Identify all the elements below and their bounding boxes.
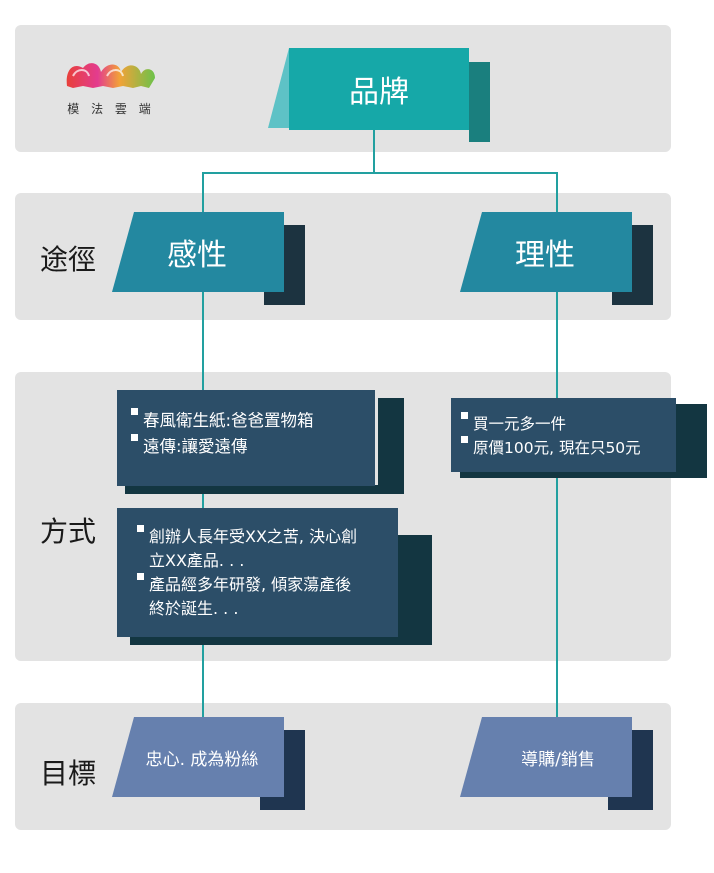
row-label-goal: 目標	[40, 757, 97, 790]
list-item: 原價100元, 現在只50元	[459, 436, 676, 460]
method-emotional-box2: 創辦人長年受XX之苦, 決心創立XX產品. . . 產品經多年研發, 傾家蕩產後…	[117, 508, 398, 637]
goal-rational-label: 導購/銷售	[521, 749, 595, 770]
row-label-route: 途徑	[40, 243, 97, 276]
method-rational-box: 買一元多一件 原價100元, 現在只50元	[451, 398, 676, 472]
brand-label: 品牌	[349, 75, 409, 110]
logo-text: 模 法 雲 端	[67, 102, 155, 116]
method-emotional-box1-shadow-bottom	[125, 485, 404, 494]
route-rational-shape	[460, 212, 653, 305]
logo: 模 法 雲 端	[63, 56, 159, 126]
route-emotional-shape	[112, 212, 305, 305]
list-item: 產品經多年研發, 傾家蕩產後終於誕生. . .	[135, 573, 360, 621]
route-emotional-label: 感性	[167, 238, 227, 273]
connector-horizontal	[202, 172, 558, 174]
logo-mark-icon	[66, 63, 155, 88]
method-emotional-box1-shadow	[378, 398, 404, 494]
goal-emotional-shape	[112, 717, 305, 810]
list-item: 春風衛生紙:爸爸置物箱	[129, 408, 375, 434]
goal-emotional-label: 忠心. 成為粉絲	[145, 749, 259, 770]
method-emotional-box2-shadow	[396, 535, 432, 645]
connector-brand-down	[373, 130, 375, 173]
method-emotional-box1: 春風衛生紙:爸爸置物箱 遠傳:讓愛遠傳	[117, 390, 375, 486]
method-rational-box-shadow-bottom	[460, 470, 707, 478]
method-rational-box-shadow	[674, 404, 707, 478]
list-item: 遠傳:讓愛遠傳	[129, 434, 375, 460]
list-item: 創辦人長年受XX之苦, 決心創立XX產品. . .	[135, 525, 360, 573]
route-rational-label: 理性	[515, 238, 575, 273]
brand-node-shape	[268, 48, 490, 142]
goal-rational-shape	[460, 717, 653, 810]
list-item: 買一元多一件	[459, 412, 676, 436]
row-label-method: 方式	[40, 515, 97, 548]
method-emotional-box2-shadow-bottom	[130, 636, 432, 645]
